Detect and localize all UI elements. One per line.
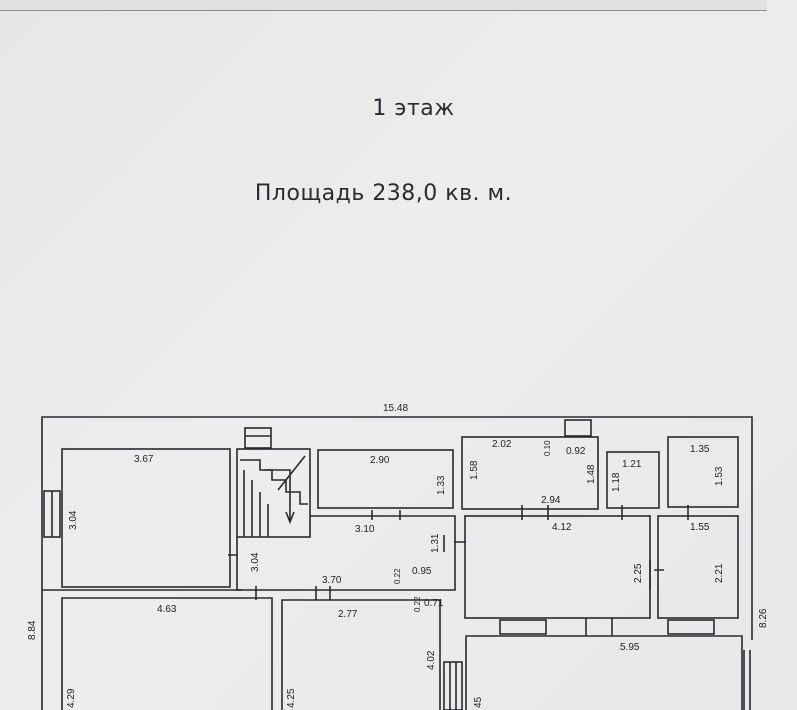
dim-total-height-left: 8.84 xyxy=(27,620,38,640)
dim-r4-h: 1.48 xyxy=(586,464,597,484)
dim-r4-w2: 0.92 xyxy=(566,446,586,457)
room-1 xyxy=(61,448,231,588)
room-10 xyxy=(61,597,273,710)
dim-r10-w: 4.63 xyxy=(157,604,177,615)
dim-r5-w: 1.21 xyxy=(622,459,642,470)
dim-corr-d: 0.71 xyxy=(424,598,444,609)
stair-steps xyxy=(240,459,308,505)
dim-r12-h: 45 xyxy=(473,696,484,708)
room-6 xyxy=(667,436,739,508)
dim-r1-w: 3.67 xyxy=(134,454,154,465)
vent-room-3 xyxy=(564,419,592,437)
dim-r11-h: 4.25 xyxy=(286,688,297,708)
dim-hall-w: 3.10 xyxy=(355,524,375,535)
dim-r3-w: 2.02 xyxy=(492,439,512,450)
dim-r6-h: 1.53 xyxy=(714,466,725,486)
dim-r7-w: 2.94 xyxy=(541,495,561,506)
floor-plan: 15.48 8.84 8.26 3.67 3.04 3.04 3.10 2.90… xyxy=(27,403,769,710)
stair-arrow xyxy=(265,469,291,520)
dim-r2-h: 1.33 xyxy=(436,475,447,495)
room-3 xyxy=(461,436,599,510)
dim-total-width: 15.48 xyxy=(383,403,408,414)
door-ticks xyxy=(228,505,689,600)
stair-block xyxy=(236,448,311,538)
stair-diagonal xyxy=(277,455,306,491)
dim-total-height-right: 8.26 xyxy=(758,608,769,628)
dim-r6-w: 1.35 xyxy=(690,444,710,455)
dim-corr-b: 0.95 xyxy=(412,566,432,577)
dim-hall-h: 3.04 xyxy=(250,552,261,572)
stair-arrowhead xyxy=(285,511,295,525)
dim-r8-w: 4.12 xyxy=(552,522,572,533)
room-5 xyxy=(606,451,660,509)
dim-r11-w: 2.77 xyxy=(338,609,358,620)
window-r12-b xyxy=(667,619,715,635)
dim-r11-side: 4.02 xyxy=(426,650,437,670)
dim-r1-h: 3.04 xyxy=(68,510,79,530)
dim-r3-h: 1.58 xyxy=(469,460,480,480)
dim-r10-h: 4.29 xyxy=(66,688,77,708)
dim-r4-w: 0.10 xyxy=(543,440,552,456)
stair-treads xyxy=(243,470,269,537)
room-2 xyxy=(317,449,454,509)
dim-r2-w: 2.90 xyxy=(370,455,390,466)
room-9 xyxy=(657,515,739,619)
room-11 xyxy=(281,599,441,710)
dim-r5-h: 1.18 xyxy=(611,472,622,492)
dim-r8-side: 1.31 xyxy=(430,533,441,553)
dimension-labels: 15.48 8.84 8.26 3.67 3.04 3.04 3.10 2.90… xyxy=(27,403,769,708)
dim-r9-h: 2.21 xyxy=(714,563,725,583)
area-title: Площадь 238,0 кв. м. xyxy=(254,181,513,206)
vent-top xyxy=(244,427,272,449)
dim-corr-c: 0.22 xyxy=(413,596,422,612)
outer-wall xyxy=(41,416,753,710)
hall-walls xyxy=(236,515,456,591)
dim-corr-w: 3.70 xyxy=(322,575,342,586)
window-r12-a xyxy=(499,619,547,635)
door-block xyxy=(443,661,463,710)
dim-corr-a: 0.22 xyxy=(393,568,402,584)
paper-edge xyxy=(0,0,767,11)
dim-r12-w: 5.95 xyxy=(620,642,640,653)
dim-r9-w: 1.55 xyxy=(690,522,710,533)
room-12 xyxy=(465,635,743,710)
plan-walls xyxy=(41,416,753,710)
floor-title: 1 этаж xyxy=(372,96,455,121)
dim-r8-h: 2.25 xyxy=(633,563,644,583)
